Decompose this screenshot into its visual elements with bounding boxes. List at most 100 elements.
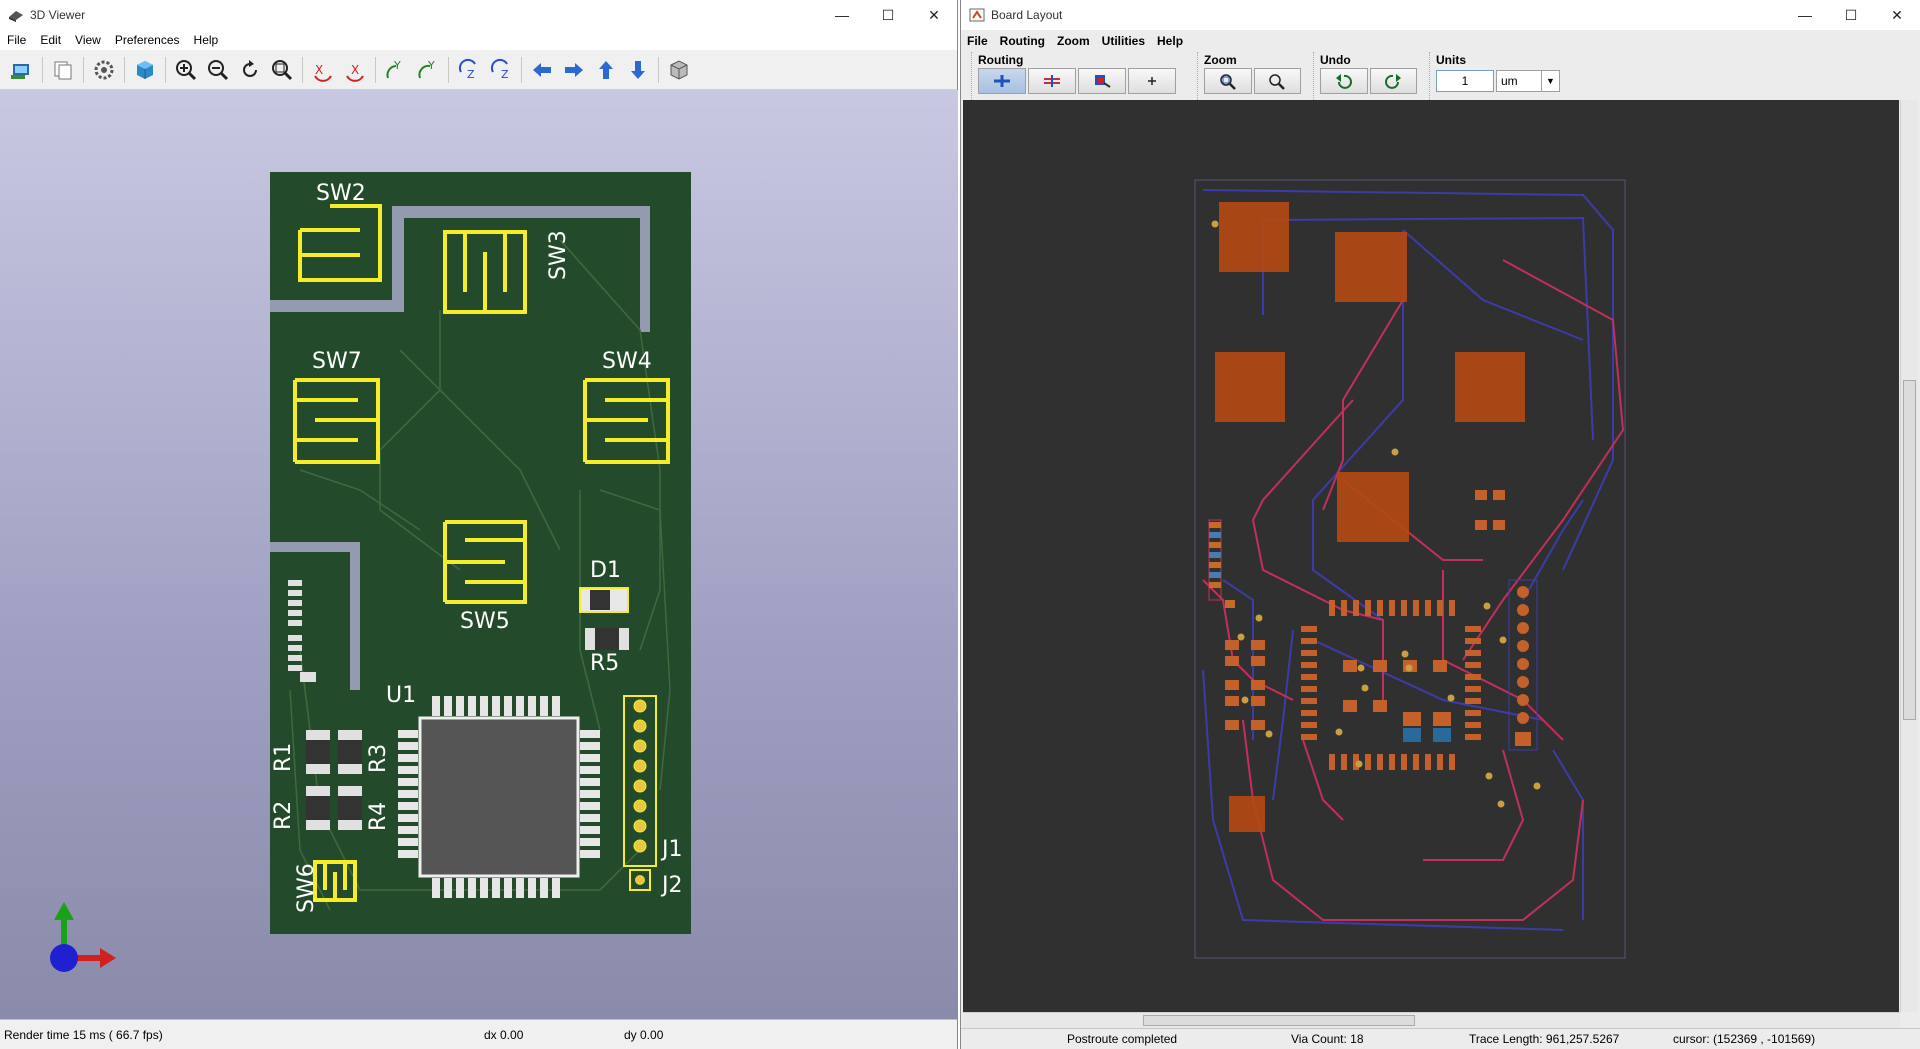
close-button[interactable]: ✕ <box>1891 6 1903 23</box>
zoom-out-icon[interactable] <box>204 56 232 84</box>
u1-blue-pads <box>1403 728 1451 742</box>
route-mode-icon <box>1044 75 1060 87</box>
viewer-titlebar[interactable]: 3D Viewer — ☐ ✕ <box>0 0 957 30</box>
label-r5: R5 <box>590 651 619 676</box>
horizontal-scroll-thumb[interactable] <box>1143 1015 1415 1026</box>
render-icon[interactable] <box>8 56 36 84</box>
pan-up-icon[interactable] <box>592 56 620 84</box>
label-r4: R4 <box>366 802 391 831</box>
label-sw7: SW7 <box>312 349 362 374</box>
axis-gizmo <box>50 902 116 972</box>
label-j1: J1 <box>660 837 683 862</box>
svg-text:Z: Z <box>467 68 475 81</box>
label-r2: R2 <box>271 801 296 830</box>
menu-help[interactable]: Help <box>1157 34 1184 48</box>
pan-down-icon[interactable] <box>624 56 652 84</box>
zoom-all-button[interactable] <box>1253 68 1301 94</box>
close-button[interactable]: ✕ <box>928 6 940 23</box>
rotate-z-ccw-icon[interactable]: Z <box>487 56 515 84</box>
menu-file[interactable]: File <box>967 34 988 48</box>
route-select-icon <box>994 75 1010 87</box>
kicad-3d-icon <box>9 11 23 22</box>
zoom-fit-icon[interactable] <box>268 56 296 84</box>
u1-qfp-chip <box>398 696 600 898</box>
menu-file[interactable]: File <box>7 33 27 47</box>
3d-cube-icon[interactable] <box>131 56 159 84</box>
minimize-button[interactable]: — <box>835 7 849 23</box>
3d-scene[interactable]: SW2 SW3 SW7 SW4 SW5 SW6 D1 R5 U1 R1 R2 R… <box>0 90 958 1019</box>
via-count: Via Count: 18 <box>1291 1032 1364 1046</box>
label-sw5: SW5 <box>460 609 510 634</box>
board-outline <box>1194 179 1626 959</box>
u1-pads <box>1301 600 1481 770</box>
units-group: Units 1 um ▼ <box>1429 52 1589 100</box>
route-select-button[interactable] <box>978 68 1026 94</box>
maximize-button[interactable]: ☐ <box>881 6 895 23</box>
menu-utilities[interactable]: Utilities <box>1101 34 1146 48</box>
menu-edit[interactable]: Edit <box>40 33 62 47</box>
resistors <box>306 730 362 830</box>
switch-footprints <box>293 204 670 902</box>
zoom-in-icon[interactable] <box>172 56 200 84</box>
status-message: Postroute completed <box>1067 1032 1178 1046</box>
horizontal-scrollbar[interactable] <box>963 1012 1900 1028</box>
left-pad-strip <box>288 580 316 682</box>
viewer-title: 3D Viewer <box>30 8 86 22</box>
layout-titlebar[interactable]: Board Layout — ☐ ✕ <box>961 0 1920 30</box>
menu-zoom[interactable]: Zoom <box>1057 34 1090 48</box>
maximize-button[interactable]: ☐ <box>1844 6 1858 23</box>
j1-header <box>623 695 657 891</box>
pan-right-icon[interactable] <box>560 56 588 84</box>
redo-button[interactable] <box>1369 68 1417 94</box>
rotate-y-ccw-icon[interactable]: Y <box>414 56 442 84</box>
settings-icon[interactable] <box>90 56 118 84</box>
route-mode-button[interactable] <box>1028 68 1076 94</box>
zoom-region-button[interactable] <box>1204 68 1252 94</box>
svg-text:X: X <box>351 63 359 77</box>
d1-r5-pads <box>1475 490 1505 530</box>
vertical-scroll-thumb[interactable] <box>1903 380 1916 720</box>
label-r1: R1 <box>271 743 296 772</box>
copy-icon[interactable] <box>49 56 77 84</box>
menu-preferences[interactable]: Preferences <box>114 33 180 47</box>
rotate-y-cw-icon[interactable]: Y <box>382 56 410 84</box>
undo-group-label: Undo <box>1320 53 1351 67</box>
label-sw6: SW6 <box>294 863 319 913</box>
switch-pads <box>1215 202 1525 832</box>
menu-help[interactable]: Help <box>193 33 219 47</box>
resistor-pads <box>1225 640 1265 730</box>
layout-window: Board Layout — ☐ ✕ File Routing Zoom Uti… <box>960 0 1920 1049</box>
units-value-input[interactable]: 1 <box>1436 70 1494 92</box>
dropdown-arrow-icon[interactable]: ▼ <box>1541 71 1559 91</box>
zoom-group-label: Zoom <box>1204 53 1237 67</box>
add-point-button[interactable] <box>1128 68 1176 94</box>
j1-pads <box>1508 579 1538 751</box>
rotate-x-cw-icon[interactable]: X <box>309 56 337 84</box>
minimize-button[interactable]: — <box>1798 7 1812 23</box>
drag-mode-icon <box>1095 75 1111 88</box>
layout-title: Board Layout <box>991 8 1063 22</box>
vertical-scrollbar[interactable] <box>1900 100 1918 1012</box>
label-sw2: SW2 <box>316 181 366 206</box>
vias <box>1211 220 1541 808</box>
zoom-group: Zoom <box>1197 52 1303 100</box>
units-group-label: Units <box>1436 53 1466 67</box>
menu-routing[interactable]: Routing <box>999 34 1045 48</box>
drag-mode-button[interactable] <box>1078 68 1126 94</box>
pan-left-icon[interactable] <box>528 56 556 84</box>
units-select[interactable]: um ▼ <box>1496 70 1560 92</box>
menu-view[interactable]: View <box>75 33 101 47</box>
trace-length: Trace Length: 961,257.5267 <box>1469 1032 1620 1046</box>
ortho-icon[interactable] <box>665 56 693 84</box>
board-canvas[interactable] <box>963 100 1899 1012</box>
redo-icon <box>1385 74 1402 89</box>
viewer-window: 3D Viewer — ☐ ✕ File Edit View Preferenc… <box>0 0 958 1049</box>
rotate-z-cw-icon[interactable]: Z <box>455 56 483 84</box>
viewer-toolbar: X X Y Y Z Z <box>0 50 957 90</box>
rotate-x-ccw-icon[interactable]: X <box>341 56 369 84</box>
add-point-icon <box>1148 77 1156 85</box>
layout-statusbar: Postroute completed Via Count: 18 Trace … <box>961 1028 1920 1049</box>
refresh-icon[interactable] <box>236 56 264 84</box>
label-sw3: SW3 <box>546 230 571 280</box>
undo-button[interactable] <box>1320 68 1368 94</box>
